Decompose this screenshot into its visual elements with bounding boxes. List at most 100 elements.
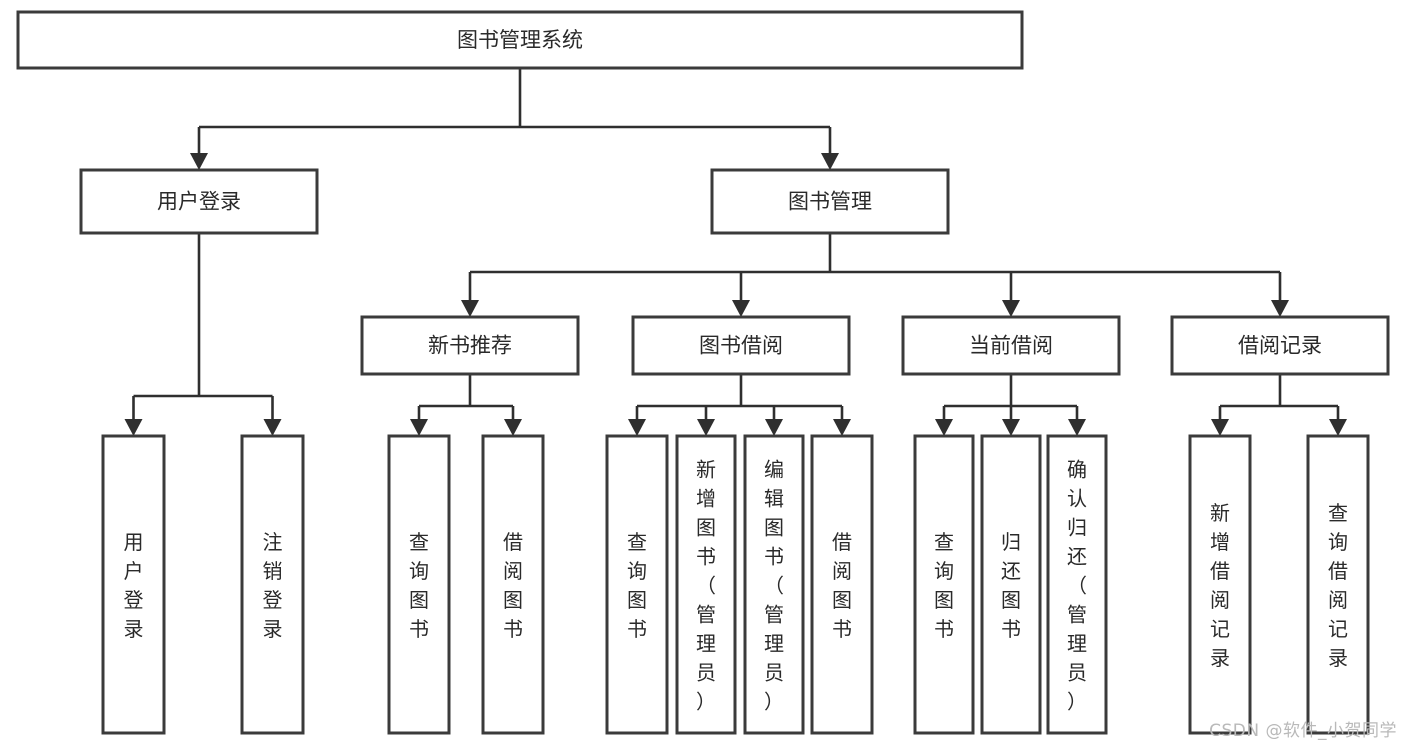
node-layer: 图书管理系统用户登录图书管理新书推荐图书借阅当前借阅借阅记录用户登录注销登录查询… [16, 10, 1390, 735]
node-label-char: 书 [627, 617, 647, 641]
connector-arrowhead [821, 153, 839, 170]
node-level2: 图书管理 [710, 168, 950, 235]
connector-arrowhead [697, 419, 715, 436]
node-label-char: 图 [503, 588, 523, 612]
node-label: 借阅记录 [1238, 334, 1322, 358]
node-label-char: 借 [1210, 559, 1230, 583]
node-label-char: 阅 [1210, 588, 1230, 612]
node-label-char: 登 [124, 588, 144, 612]
node-label: 新书推荐 [428, 334, 512, 358]
node-label-char: 新 [1210, 501, 1230, 525]
node-box [710, 168, 950, 235]
node-level3: 图书借阅 [631, 315, 851, 376]
node-label-char: 图 [934, 588, 954, 612]
node-label-char: 编 [764, 458, 784, 482]
node-label-char: 书 [832, 617, 852, 641]
connector-arrowhead [1002, 419, 1020, 436]
node-label-char: （ [1067, 574, 1087, 598]
node-box [913, 434, 975, 735]
node-label-char: 查 [627, 530, 647, 554]
node-root: 图书管理系统 [16, 10, 1024, 70]
connector-layer [124, 68, 1347, 436]
connector-arrowhead [504, 419, 522, 436]
node-label-char: 询 [934, 559, 954, 583]
node-box [16, 10, 1024, 70]
node-label: 当前借阅 [969, 334, 1053, 358]
node-label-char: 借 [1328, 559, 1348, 583]
node-label: 用户登录 [157, 190, 241, 214]
connector-arrowhead [461, 300, 479, 317]
node-label-char: 借 [832, 530, 852, 554]
connector-arrowhead [410, 419, 428, 436]
connector-arrowhead [1329, 419, 1347, 436]
node-label-char: 图 [627, 588, 647, 612]
node-box [240, 434, 305, 735]
node-label-char: 询 [627, 559, 647, 583]
node-label-char: ） [696, 690, 716, 714]
node-label-char: 书 [764, 545, 784, 569]
node-label-char: 图 [696, 516, 716, 540]
node-label-char: （ [764, 574, 784, 598]
node-level3: 当前借阅 [901, 315, 1121, 376]
node-box [901, 315, 1121, 376]
node-label-char: 借 [503, 530, 523, 554]
node-box [387, 434, 451, 735]
watermark-label: CSDN @软件_小贺同学 [1209, 721, 1397, 741]
node-label-char: 管 [696, 603, 716, 627]
node-label-char: 阅 [832, 559, 852, 583]
node-label-char: 还 [1067, 545, 1087, 569]
connector-arrowhead [263, 419, 282, 436]
node-box [743, 434, 805, 735]
node-label-char: 录 [1210, 646, 1230, 670]
node-label: 图书管理 [788, 190, 872, 214]
node-label-char: ） [764, 690, 784, 714]
node-label-char: 录 [263, 617, 283, 641]
node-label-char: 阅 [503, 559, 523, 583]
node-label-char: 员 [696, 661, 716, 685]
node-label-char: 书 [934, 617, 954, 641]
node-label-char: 图 [409, 588, 429, 612]
connector-arrowhead [1002, 300, 1020, 317]
node-label-char: 询 [1328, 530, 1348, 554]
node-label-char: 还 [1001, 559, 1021, 583]
node-label-char: 理 [696, 632, 716, 656]
node-label-char: 查 [934, 530, 954, 554]
connector-arrowhead [765, 419, 783, 436]
connector-arrowhead [833, 419, 851, 436]
node-label-char: 图 [1001, 588, 1021, 612]
node-label-char: 书 [409, 617, 429, 641]
node-label-char: 销 [263, 559, 283, 583]
node-label-char: 认 [1067, 487, 1087, 511]
node-box [1046, 434, 1108, 735]
node-label-char: 增 [696, 487, 716, 511]
node-box [675, 434, 737, 735]
node-label-char: 图 [832, 588, 852, 612]
node-label-char: 记 [1328, 617, 1348, 641]
node-label-char: 归 [1001, 530, 1021, 554]
node-label-char: 辑 [764, 487, 784, 511]
node-box [1188, 434, 1252, 735]
node-label-char: 询 [409, 559, 429, 583]
node-box [605, 434, 669, 735]
node-label-char: 理 [764, 632, 784, 656]
node-box [810, 434, 874, 735]
node-level2: 用户登录 [79, 168, 319, 235]
node-label-char: 户 [124, 559, 144, 583]
node-label-char: 记 [1210, 617, 1230, 641]
node-label-char: 新 [696, 458, 716, 482]
node-label-char: 管 [764, 603, 784, 627]
node-label-char: 书 [696, 545, 716, 569]
node-label-char: 录 [124, 617, 144, 641]
node-level3: 新书推荐 [360, 315, 580, 376]
